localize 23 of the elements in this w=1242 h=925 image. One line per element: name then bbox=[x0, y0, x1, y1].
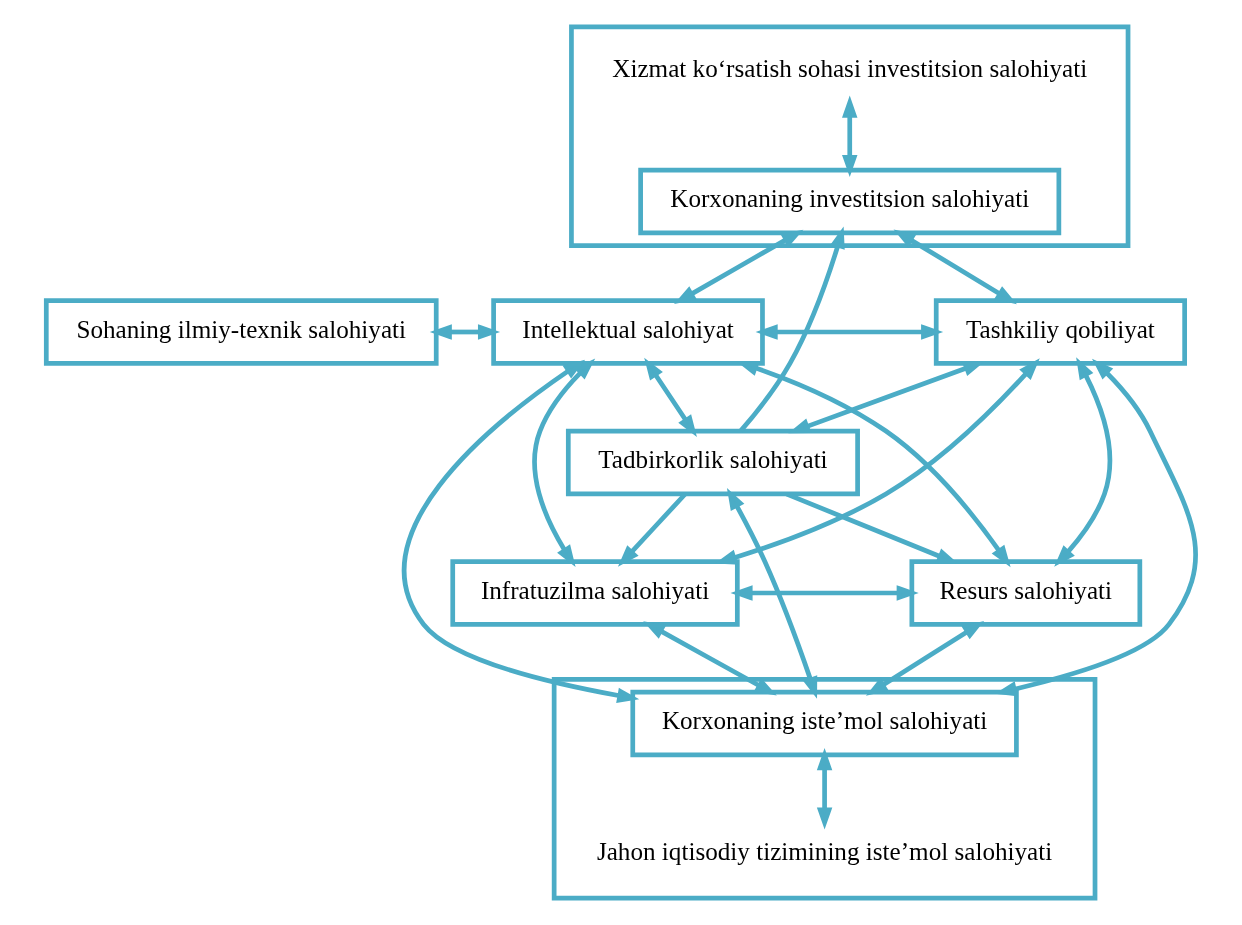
arrow bbox=[893, 229, 1017, 305]
arrow bbox=[816, 748, 833, 830]
node-box: Infratuzilma salohiyati bbox=[450, 559, 740, 627]
arrow bbox=[1054, 357, 1113, 567]
node-box: Tadbirkorlik salohiyati bbox=[565, 428, 860, 497]
arrow bbox=[739, 226, 845, 433]
node-box: Tashkiliy qobiliyat bbox=[933, 298, 1187, 366]
arrow bbox=[726, 488, 818, 699]
arrow bbox=[755, 324, 944, 340]
arrow bbox=[730, 585, 919, 601]
node-box: Intellektual salohiyat bbox=[491, 298, 765, 366]
arrow bbox=[402, 359, 640, 703]
arrow bbox=[865, 620, 985, 696]
arrow bbox=[643, 621, 777, 696]
arrow bbox=[429, 324, 501, 340]
node-box: Korxonaning iste’mol salohiyati bbox=[630, 689, 1019, 758]
node-box: Sohaning ilmiy-texnik salohiyati bbox=[43, 298, 439, 366]
arrow bbox=[842, 95, 858, 178]
node-box: Korxonaning investitsion salohiyati bbox=[638, 167, 1062, 236]
arrow bbox=[644, 357, 697, 437]
node-box: Resurs salohiyati bbox=[909, 559, 1143, 627]
arrow bbox=[674, 229, 804, 305]
arrow bbox=[532, 358, 596, 568]
